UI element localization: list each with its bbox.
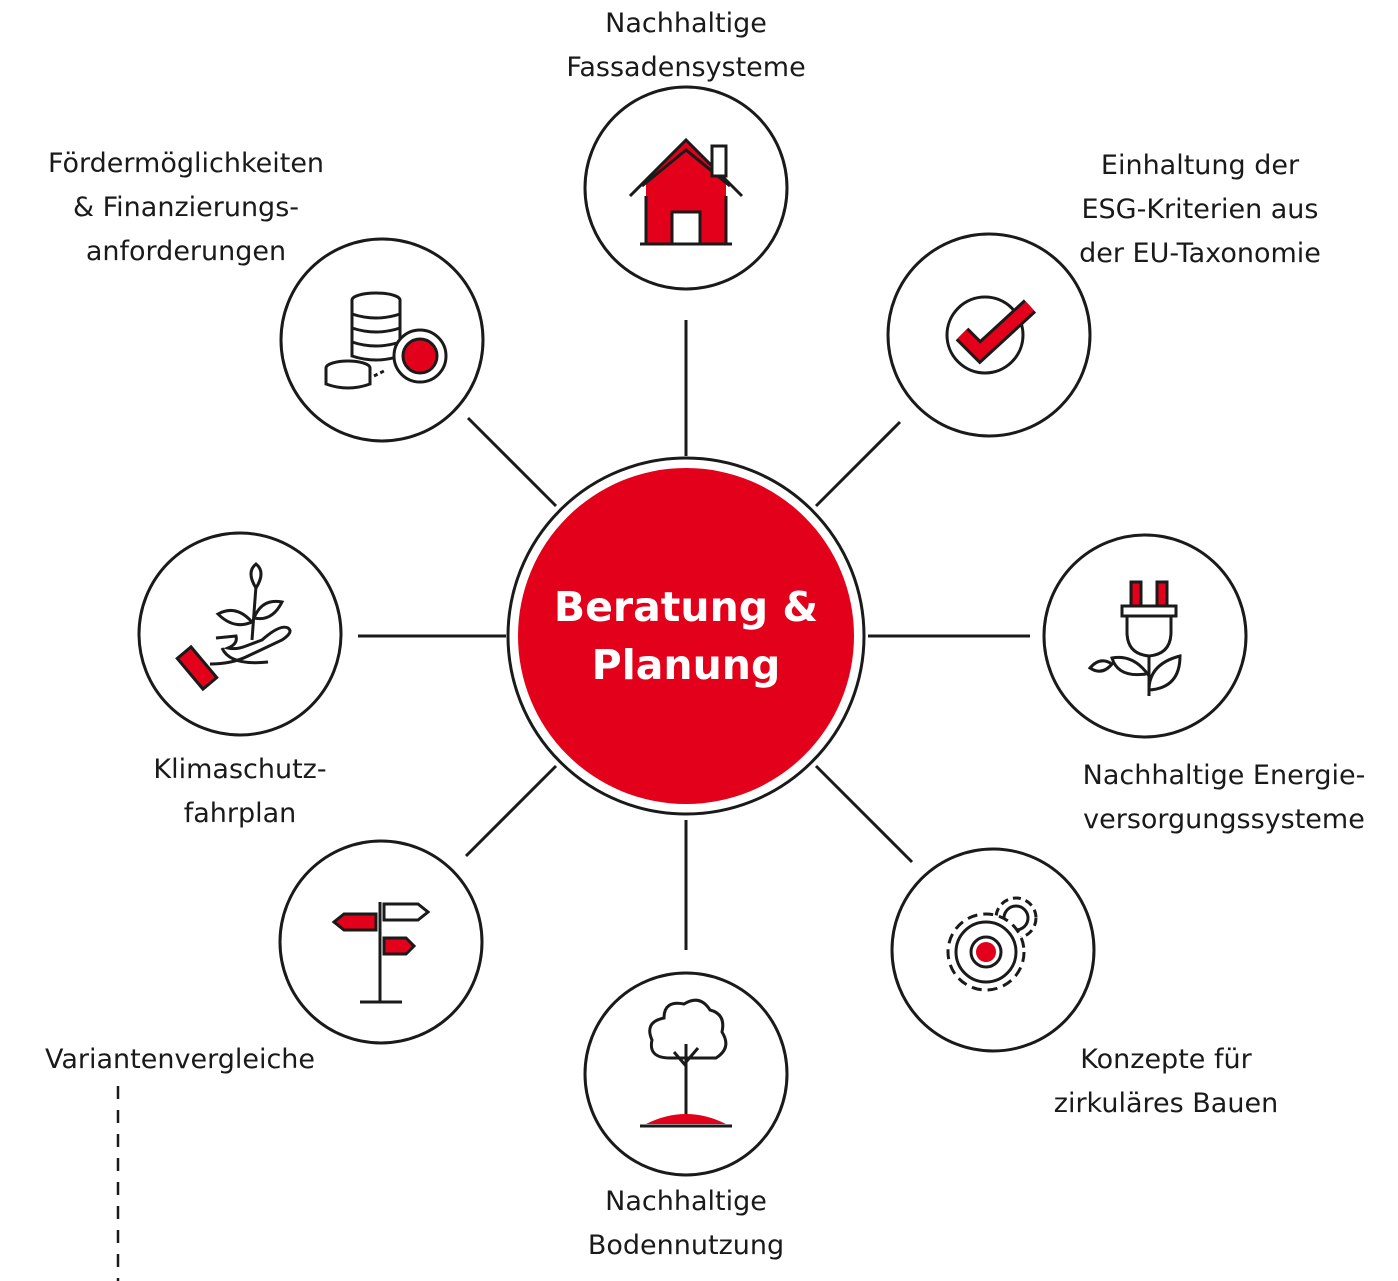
checkmark-icon — [945, 295, 1037, 375]
plug-plant-icon — [1087, 580, 1182, 696]
tree-icon — [640, 998, 732, 1128]
label-energy-line2: versorgungssysteme — [1083, 804, 1365, 835]
label-land: Nachhaltige Bodennutzung — [536, 1180, 836, 1268]
label-funding-line2: & Finanzierungs- — [72, 192, 300, 223]
spoke-circular — [814, 764, 914, 864]
gears-icon — [946, 896, 1038, 992]
label-esg: Einhaltung der ESG-Kriterien aus der EU-… — [1040, 144, 1360, 276]
label-funding: Fördermöglichkeiten & Finanzierungs- anf… — [26, 142, 346, 274]
label-climate-line1: Klimaschutz- — [153, 754, 327, 785]
label-energy-line1: Nachhaltige Energie- — [1082, 760, 1366, 791]
spoke-esg — [814, 420, 902, 508]
label-energy: Nachhaltige Energie- versorgungssysteme — [1064, 754, 1384, 842]
hub-label-line2: Planung — [591, 641, 781, 689]
hand-seedling-icon — [175, 562, 292, 692]
label-funding-line3: anforderungen — [85, 236, 287, 267]
hub-fill — [518, 468, 854, 804]
label-circular: Konzepte für zirkuläres Bauen — [1026, 1038, 1306, 1126]
label-esg-line2: ESG-Kriterien aus — [1081, 194, 1319, 225]
node-climate-circle — [137, 531, 343, 737]
label-climate: Klimaschutz- fahrplan — [110, 748, 370, 836]
label-land-line1: Nachhaltige — [605, 1186, 767, 1217]
label-esg-line3: der EU-Taxonomie — [1079, 238, 1321, 269]
label-facade-line2: Fassadensysteme — [566, 52, 806, 83]
node-energy-circle — [1042, 533, 1248, 739]
signpost-icon — [331, 902, 431, 1004]
hub-label-line1: Beratung & — [553, 583, 819, 631]
label-esg-line1: Einhaltung der — [1100, 150, 1300, 181]
hub-label: Beratung & Planung — [486, 578, 886, 694]
label-land-line2: Bodennutzung — [587, 1230, 785, 1261]
label-circular-line2: zirkuläres Bauen — [1053, 1088, 1279, 1119]
label-facade-line1: Nachhaltige — [605, 8, 767, 39]
coins-icon — [324, 291, 448, 390]
label-variants: Variantenvergleiche — [30, 1038, 330, 1082]
label-variants-line1: Variantenvergleiche — [44, 1044, 316, 1075]
house-icon — [628, 137, 744, 246]
label-facade: Nachhaltige Fassadensysteme — [486, 2, 886, 90]
label-funding-line1: Fördermöglichkeiten — [47, 148, 325, 179]
spoke-variants — [464, 764, 558, 858]
spoke-funding — [466, 416, 558, 508]
label-climate-line2: fahrplan — [183, 798, 297, 829]
label-circular-line1: Konzepte für — [1080, 1044, 1252, 1075]
